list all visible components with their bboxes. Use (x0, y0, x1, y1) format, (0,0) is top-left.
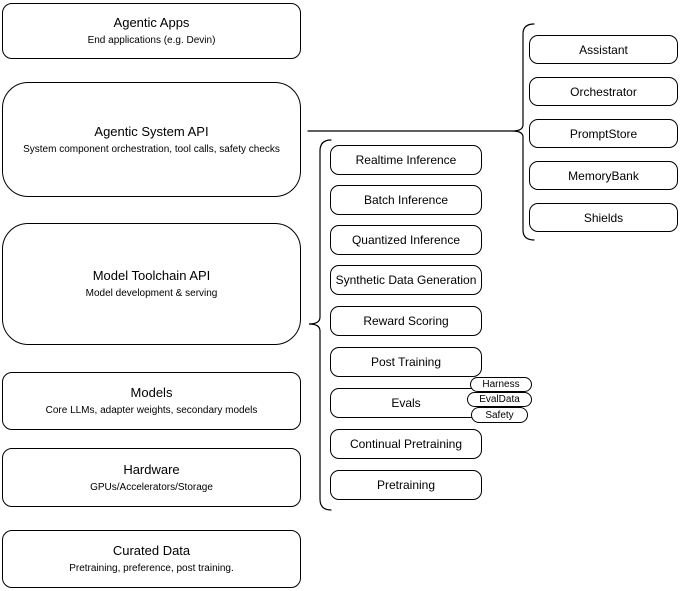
toolchain-box-continual-pretraining: Continual Pretraining (330, 429, 482, 459)
layer-box-agentic-system-api: Agentic System API System component orch… (2, 82, 301, 197)
layer-box-hardware: Hardware GPUs/Accelerators/Storage (2, 448, 301, 507)
system-box-shields: Shields (529, 203, 678, 232)
toolchain-box-batch-inference: Batch Inference (330, 185, 482, 215)
layer-subtitle: Model development & serving (85, 288, 218, 299)
system-box-assistant: Assistant (529, 35, 678, 64)
toolchain-box-reward-scoring: Reward Scoring (330, 306, 482, 336)
toolchain-group-brace (308, 139, 332, 511)
evals-tag-safety: Safety (471, 407, 528, 423)
system-box-memorybank: MemoryBank (529, 161, 678, 190)
evals-tag-harness: Harness (470, 377, 532, 392)
layer-title: Model Toolchain API (92, 268, 211, 283)
layer-box-models: Models Core LLMs, adapter weights, secon… (2, 372, 301, 430)
evals-tag-evaldata: EvalData (467, 392, 532, 407)
layer-subtitle: Core LLMs, adapter weights, secondary mo… (45, 405, 258, 416)
layer-subtitle: System component orchestration, tool cal… (23, 143, 280, 155)
layer-box-agentic-apps: Agentic Apps End applications (e.g. Devi… (2, 3, 301, 59)
toolchain-box-pretraining: Pretraining (330, 470, 482, 500)
layer-subtitle: GPUs/Accelerators/Storage (90, 481, 213, 493)
layer-subtitle: Pretraining, preference, post training. (69, 563, 234, 574)
layer-box-model-toolchain-api: Model Toolchain API Model development & … (2, 223, 301, 345)
system-box-orchestrator: Orchestrator (529, 77, 678, 106)
toolchain-box-realtime-inference: Realtime Inference (330, 145, 482, 175)
system-box-promptstore: PromptStore (529, 119, 678, 148)
layer-title: Curated Data (112, 543, 191, 558)
layer-title: Models (130, 385, 173, 400)
toolchain-box-evals: Evals (330, 388, 482, 418)
toolchain-box-quantized-inference: Quantized Inference (330, 225, 482, 255)
layer-title: Agentic Apps (113, 15, 190, 30)
layer-title: Agentic System API (94, 123, 209, 139)
layer-subtitle: End applications (e.g. Devin) (87, 35, 216, 46)
toolchain-box-synthetic-data-generation: Synthetic Data Generation (330, 265, 482, 295)
layer-box-curated-data: Curated Data Pretraining, preference, po… (2, 530, 301, 588)
layer-title: Hardware (123, 461, 180, 477)
toolchain-box-post-training: Post Training (330, 347, 482, 377)
